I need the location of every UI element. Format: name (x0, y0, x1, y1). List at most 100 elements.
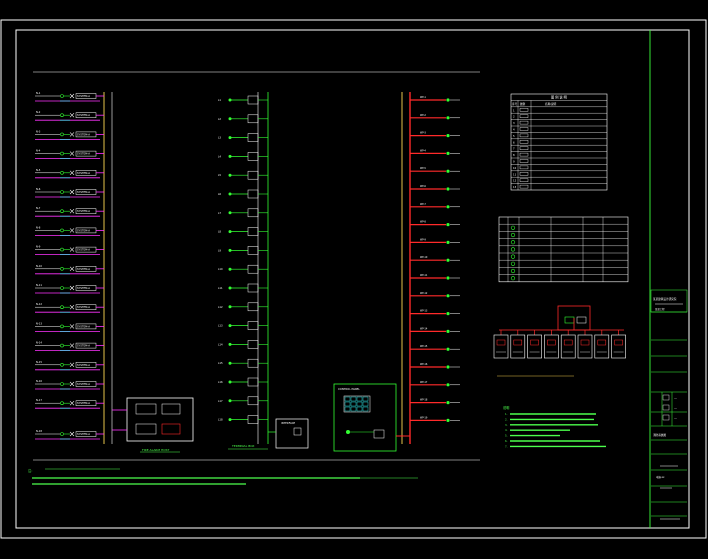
switch-icon (69, 247, 75, 252)
device-label: SYSTEM-A (77, 432, 90, 436)
legend-header: 图例 (520, 102, 526, 106)
signature-mark: — (674, 416, 677, 420)
legend-symbol (519, 152, 529, 157)
right-row: WP-9 (410, 238, 460, 244)
right-row-tag: WP-6 (420, 185, 426, 188)
mid-row-tag: L15 (218, 361, 223, 365)
note-number: 4. (505, 428, 508, 432)
breaker-icon (60, 305, 64, 310)
right-row-tag: WP-18 (420, 399, 428, 402)
cabinet-module (513, 339, 523, 346)
right-row: WP-11 (410, 274, 460, 280)
mid-row-box (247, 321, 259, 330)
terminal-box: INTERFACE (268, 418, 309, 449)
mid-row: L15 (218, 358, 268, 368)
device-label: SYSTEM-A (77, 401, 90, 405)
node-icon (228, 418, 232, 422)
mid-caption: TERMINAL BOX (231, 444, 254, 448)
right-row-tag: WP-1 (420, 96, 426, 99)
mid-row-box (247, 415, 259, 424)
switch-icon (69, 112, 75, 118)
mid-row-box (247, 340, 259, 349)
breaker-icon (60, 171, 64, 175)
legend-symbol (519, 108, 529, 112)
ctrl-cell (362, 406, 369, 412)
device-label: SYSTEM-A (77, 382, 90, 386)
mid-row-box (247, 283, 259, 293)
equip-symbol-icon (510, 261, 516, 266)
host-module (135, 423, 157, 435)
mid-row-box (247, 358, 259, 368)
left-row-tag: N-13 (36, 321, 42, 325)
outer-frame (0, 19, 707, 539)
legend-symbol (519, 133, 529, 138)
mid-row-box (247, 227, 259, 236)
cabinet (510, 334, 526, 359)
right-column: WP-1WP-2WP-3WP-4WP-5WP-6WP-7WP-8WP-9WP-1… (401, 92, 460, 444)
ctrl-cell (344, 401, 351, 407)
right-row: WP-12 (410, 292, 460, 298)
left-row-tag: N-6 (36, 187, 41, 191)
cabinet-module (547, 339, 556, 346)
device-label: SYSTEM-A (77, 94, 90, 98)
signature-mark: — (674, 406, 677, 410)
right-row-tag: WP-7 (420, 203, 426, 206)
right-node-icon (446, 116, 450, 120)
left-row-tag: N-11 (36, 283, 42, 287)
device-label: SYSTEM-A (77, 132, 90, 136)
legend-table: 图 例 说 明序号图例名称/说明12345678910111213 (510, 93, 608, 191)
cabinet (577, 334, 593, 359)
mid-row-box (247, 189, 259, 199)
mid-row: L14 (218, 340, 268, 349)
left-row-tag: N-10 (36, 264, 42, 268)
right-row-tag: WP-15 (420, 345, 428, 348)
cabinet (544, 334, 559, 359)
equip-symbol-icon (510, 232, 516, 238)
title-drawing-name: 消防系统图 (653, 433, 666, 437)
switch-icon (69, 266, 75, 272)
left-row-tag: N-12 (36, 302, 42, 306)
mid-row-tag: L11 (218, 286, 223, 290)
node-icon (228, 324, 232, 328)
mid-row-box (247, 208, 259, 218)
mid-row: L7 (218, 208, 268, 218)
mid-row-box (247, 114, 259, 124)
legend-symbol (519, 165, 529, 170)
switch-icon (69, 189, 75, 195)
right-row-tag: WP-11 (420, 274, 428, 277)
cabinet-module (563, 339, 573, 346)
device-label: SYSTEM-A (77, 344, 90, 348)
mid-row-box (247, 170, 259, 180)
cabinet (611, 334, 626, 359)
breaker-icon (60, 151, 64, 156)
mid-row: L18 (218, 415, 268, 424)
ctrl-cell (362, 401, 369, 407)
left-row-tag: N-5 (36, 168, 41, 172)
cabinet-group (493, 305, 626, 359)
node-icon (228, 286, 232, 290)
right-row-tag: WP-19 (420, 416, 428, 419)
switch-icon (69, 132, 75, 137)
right-row: WP-19 (410, 416, 460, 422)
device-label: SYSTEM-A (77, 171, 90, 175)
mid-row-tag: L14 (218, 342, 223, 346)
mid-row: L1 (218, 95, 268, 105)
bottom-note-heading: 注： (28, 468, 34, 473)
equip-symbol-icon (510, 240, 516, 245)
right-node-icon (446, 240, 450, 244)
ctrl-grid (343, 395, 371, 413)
mid-row-tag: L18 (218, 418, 223, 422)
breaker-icon (60, 132, 64, 137)
mid-row-tag: L5 (218, 173, 221, 177)
inner-frame (15, 29, 690, 529)
node-icon (228, 361, 232, 365)
node-icon (228, 399, 232, 403)
left-row-tag: N-4 (36, 149, 41, 153)
cabinet-module (580, 339, 590, 346)
